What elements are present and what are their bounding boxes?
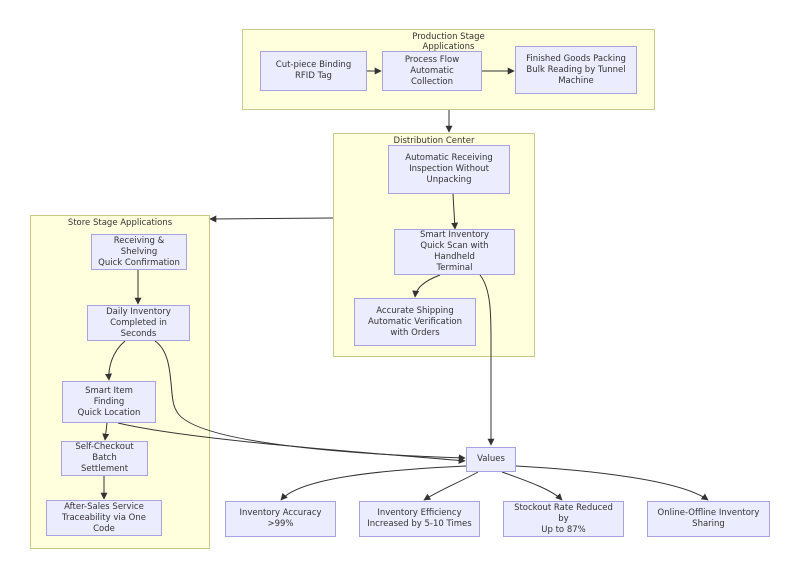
- cluster-title-production: Production Stage Applications: [412, 32, 485, 52]
- edge-finding-to-checkout: [102, 422, 110, 441]
- node-smart-item-finding: Smart Item Finding Quick Location: [62, 381, 156, 423]
- edge-values-to-stockout: [501, 471, 563, 501]
- edge-finding-to-values: [117, 422, 466, 464]
- node-self-checkout: Self-Checkout Batch Settlement: [61, 441, 148, 476]
- node-process-flow: Process Flow Automatic Collection: [382, 51, 482, 91]
- cluster-title-store: Store Stage Applications: [67, 218, 173, 228]
- edge-values-to-efficiency: [423, 471, 479, 501]
- node-finished-goods: Finished Goods Packing Bulk Reading by T…: [515, 46, 637, 94]
- node-daily-inventory: Daily Inventory Completed in Seconds: [87, 305, 190, 341]
- edge-daily-to-values: [154, 340, 466, 462]
- node-after-sales: After-Sales Service Traceability via One…: [46, 500, 162, 536]
- edge-daily-to-finding: [104, 340, 126, 381]
- node-inventory-efficiency: Inventory Efficiency Increased by 5-10 T…: [359, 501, 480, 537]
- node-receiving-shelving: Receiving & Shelving Quick Confirmation: [91, 234, 187, 270]
- node-cut-piece-binding: Cut-piece Binding RFID Tag: [260, 51, 367, 91]
- edge-smart-to-values: [479, 274, 495, 446]
- node-values: Values: [466, 447, 516, 472]
- edge-values-to-online: [515, 465, 709, 501]
- node-stockout-rate: Stockout Rate Reduced by Up to 87%: [503, 501, 624, 537]
- cluster-title-distribution: Distribution Center: [393, 136, 475, 146]
- edge-smart-to-shipping: [412, 274, 441, 298]
- node-inventory-accuracy: Inventory Accuracy >99%: [225, 501, 336, 537]
- node-automatic-receiving: Automatic Receiving Inspection Without U…: [388, 145, 510, 194]
- edge-receiving-to-smart: [451, 193, 459, 230]
- node-smart-inventory: Smart Inventory Quick Scan with Handheld…: [394, 229, 515, 275]
- edge-distribution-to-store: [209, 215, 334, 223]
- edge-values-to-accuracy: [280, 465, 467, 501]
- node-accurate-shipping: Accurate Shipping Automatic Verification…: [354, 298, 476, 346]
- node-online-offline: Online-Offline Inventory Sharing: [647, 501, 770, 537]
